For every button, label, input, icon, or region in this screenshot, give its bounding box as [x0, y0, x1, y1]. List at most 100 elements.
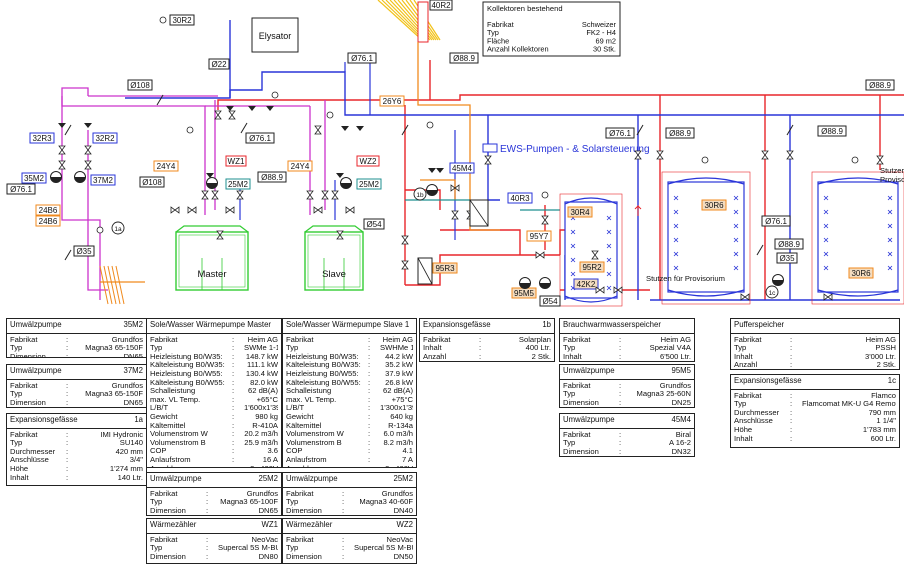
gauge-icon	[851, 156, 859, 164]
row-colon: :	[232, 463, 235, 468]
row-key: Anzahl	[734, 361, 758, 370]
gauge-icon	[186, 126, 194, 134]
row-key: Inhalt	[563, 352, 582, 361]
tag-box	[567, 206, 593, 218]
table-row: Fabrikat:Grundfos	[10, 381, 143, 391]
row-value: Magna3 40-60F	[359, 498, 413, 507]
valve-icon	[211, 194, 219, 200]
table-row: Typ:SWHMe 1-50	[286, 344, 413, 353]
pump-icon	[539, 283, 551, 289]
tank-mark	[570, 257, 576, 263]
collector-title: Kollektoren bestehend	[487, 4, 563, 13]
tag-label: 95M5	[514, 289, 535, 298]
row-key: Gewicht	[286, 412, 314, 421]
row-value: 25.9 m3/h	[244, 438, 278, 447]
valve-icon	[225, 206, 231, 214]
slash-mark	[401, 124, 409, 136]
row-colon: :	[368, 394, 371, 404]
row-colon: :	[619, 438, 622, 448]
valve-icon	[539, 251, 545, 259]
tag-box	[363, 218, 385, 230]
valve-icon	[591, 250, 599, 256]
valve-icon	[211, 190, 219, 196]
valve-icon	[336, 230, 344, 236]
row-key: Dimension	[150, 506, 186, 515]
row-colon: :	[790, 343, 793, 353]
row-key: Schalleistung	[286, 387, 332, 396]
row-colon: :	[206, 505, 209, 515]
stutzen-label-cut: Stutzen f	[880, 166, 904, 175]
valve-icon	[535, 251, 541, 259]
table-row: Dimension:DN65	[10, 352, 143, 357]
valve-icon	[401, 235, 409, 241]
table-row: Fabrikat:Flamco	[734, 391, 896, 401]
tank-mark	[606, 257, 612, 263]
row-colon: :	[790, 407, 793, 417]
valve-icon	[823, 293, 829, 301]
valve-icon	[331, 190, 339, 196]
row-value: 140 Ltr.	[117, 473, 143, 482]
heat-pump-inner	[178, 234, 246, 288]
row-key: Typ	[150, 344, 163, 353]
table-row: Dimension:DN50	[286, 552, 413, 562]
table-row: Kältemittel:R-134a	[286, 420, 413, 431]
row-key: Fabrikat	[150, 489, 178, 498]
tag-label: 42K2	[577, 280, 596, 289]
tag-box	[92, 132, 118, 144]
vessel-label: 1a	[114, 226, 122, 233]
tag-box	[848, 267, 874, 279]
row-key: Inhalt	[10, 473, 29, 482]
gauge-icon	[426, 121, 434, 129]
row-colon: :	[66, 446, 69, 456]
row-value: Grundfos	[381, 489, 413, 498]
red-main-pipe	[217, 94, 904, 110]
row-key: Fabrikat	[563, 381, 591, 390]
tank-mark	[887, 195, 893, 201]
valve-icon	[541, 219, 549, 225]
table-tag: WZ1	[261, 520, 278, 529]
table-row: Volumenstrom W:20.2 m3/h	[150, 430, 278, 439]
tag-label: Ø76.1	[249, 134, 271, 143]
valve-icon	[216, 234, 224, 240]
tag-box	[356, 155, 380, 167]
collector-value: Schweizer	[582, 20, 617, 29]
table-row: Inhalt:400 Ltr.	[423, 344, 551, 353]
tag-label: WZ2	[360, 157, 377, 166]
check-valve-icon	[206, 173, 214, 178]
tag-box	[761, 215, 791, 227]
valve-icon	[634, 154, 642, 160]
tank-mark	[887, 223, 893, 229]
pump-icon	[772, 280, 784, 286]
gauge-icon	[271, 91, 279, 99]
tag-label: 30R4	[570, 208, 590, 217]
valve-icon	[317, 206, 323, 214]
row-key: Inhalt	[423, 344, 442, 353]
table-row: max. VL Temp.:+75°C	[286, 394, 413, 405]
valve-icon	[876, 159, 884, 165]
row-colon: :	[342, 497, 345, 507]
tag-box	[665, 127, 695, 139]
tank-mark	[570, 243, 576, 249]
table-row: Inhalt:600 Ltr.	[734, 434, 896, 444]
row-value: Grundfos	[246, 489, 278, 498]
row-colon: :	[66, 463, 69, 473]
row-value: NeoVac	[386, 535, 413, 544]
tag-box	[539, 295, 561, 307]
valve-icon	[58, 145, 66, 151]
elysator-box	[251, 17, 299, 53]
row-colon: :	[368, 420, 371, 430]
row-colon: :	[368, 377, 371, 387]
tag-label: 24Y4	[157, 162, 176, 171]
pump-icon	[50, 177, 62, 183]
row-colon: :	[619, 389, 622, 399]
check-valve-icon	[248, 106, 256, 111]
tank-mark	[606, 271, 612, 277]
buffer-tank-1-bottom	[667, 289, 745, 297]
row-value: 62 dB(A)	[383, 387, 413, 396]
row-colon: :	[368, 360, 371, 370]
valve-icon	[228, 114, 236, 120]
